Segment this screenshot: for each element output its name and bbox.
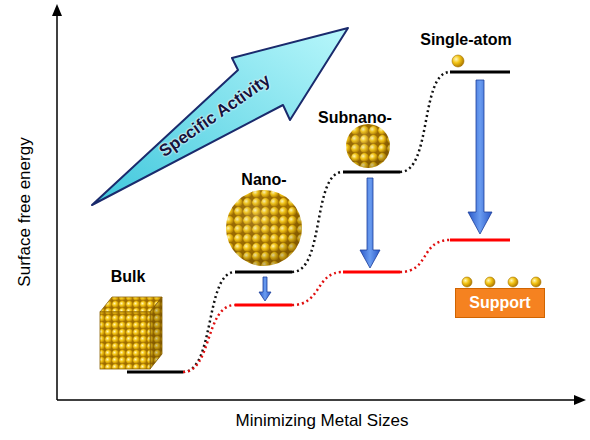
supported-energy-path [183,240,450,372]
axis-title: Minimizing Metal Sizes [236,411,409,431]
size-label: Nano- [241,171,286,189]
supported-atoms [462,277,541,287]
support-box: Support [455,288,545,318]
activity-arrow: Specific Activity [90,25,352,210]
size-label: Single-atom [420,31,512,49]
node-text: Support [469,294,530,312]
arrow-outline [92,28,348,205]
bulk-cube [100,297,162,369]
single-atom [452,55,464,67]
nano-particle [226,190,302,266]
subnano-cluster [346,124,390,168]
energy-levels [127,72,510,372]
size-label: Bulk [111,268,146,286]
axis-title: Surface free energy [15,137,35,286]
size-label: Subnano- [318,109,392,127]
axes [52,4,586,405]
